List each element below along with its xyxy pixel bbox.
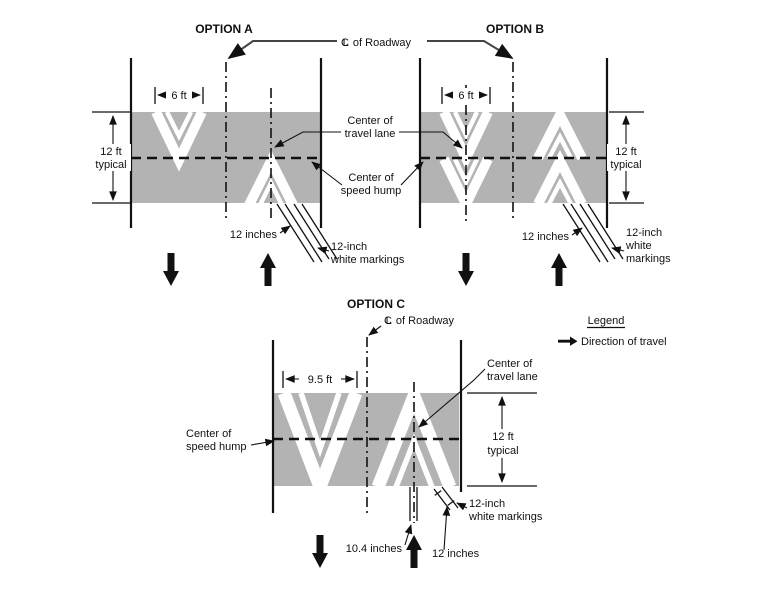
svg-text:speed hump: speed hump <box>186 441 247 453</box>
center-speed-hump-label: Center of <box>348 172 394 184</box>
svg-text:typical: typical <box>610 159 641 171</box>
marking-label-c: 12-inch <box>469 498 505 510</box>
width-dimension-b: 6 ft <box>441 87 491 104</box>
chevron-down-outer <box>151 112 207 172</box>
gap-leader-a <box>279 225 291 235</box>
option-c-panel: OPTION C CL of Roadway <box>186 297 543 568</box>
direction-arrow-down-c <box>312 535 328 568</box>
width-dimension-label-b: 6 ft <box>458 90 473 102</box>
svg-text:white markings: white markings <box>330 254 405 266</box>
center-travel-leader-right <box>399 131 463 149</box>
svg-text:white markings: white markings <box>468 511 543 523</box>
chevron-up-outer <box>244 149 298 203</box>
height-dimension-label-a: 12 ft <box>100 146 121 158</box>
legend: Legend Direction of travel <box>558 315 667 348</box>
chevron-down-inner <box>164 112 194 142</box>
direction-arrow-down-b <box>458 253 474 286</box>
option-b-panel: OPTION B 6 ft <box>418 22 671 286</box>
legend-direction-label: Direction of travel <box>581 336 667 348</box>
center-travel-leader-c <box>418 368 486 428</box>
height-dimension-label-c: 12 ft <box>492 431 513 443</box>
cl-of-roadway-label-c: CL of Roadway <box>384 315 455 327</box>
height-dimension-b: 12 ft typical <box>607 111 646 204</box>
marking-leader-b <box>611 246 625 254</box>
marking-extension-lines-c <box>409 486 459 521</box>
svg-text:white: white <box>625 240 652 252</box>
cl-of-roadway-label: CL of Roadway <box>341 37 412 49</box>
marking-label-b: 12-inch <box>626 227 662 239</box>
svg-text:typical: typical <box>487 445 518 457</box>
gap-label-a: 12 inches <box>230 229 278 241</box>
width-dimension-a: 6 ft <box>154 87 204 104</box>
marking-extension-lines-b <box>562 203 624 263</box>
svg-text:typical: typical <box>95 159 126 171</box>
center-speed-hump-label-c: Center of <box>186 428 232 440</box>
direction-arrow-up-b <box>551 253 567 286</box>
width-dimension-c: 9.5 ft <box>282 371 358 388</box>
gap-12-leader-c <box>442 506 451 551</box>
cl-roadway-leader-left <box>227 40 337 60</box>
marking-extension-lines-a <box>276 203 338 263</box>
svg-text:travel lane: travel lane <box>345 128 396 140</box>
direction-arrow-up-c <box>406 535 422 568</box>
direction-arrow-up-a <box>260 253 276 286</box>
cl-roadway-leader-c <box>368 325 382 336</box>
option-b-title: OPTION B <box>486 22 544 36</box>
legend-title: Legend <box>588 315 625 327</box>
gap-leader-b <box>571 227 583 237</box>
center-hump-leader-c <box>250 438 275 447</box>
center-hump-leader-left <box>311 161 343 186</box>
height-dimension-c: 12 ft typical <box>467 392 537 487</box>
svg-text:markings: markings <box>626 253 671 265</box>
width-dimension-label-a: 6 ft <box>171 90 186 102</box>
cl-roadway-leader-right <box>427 40 514 59</box>
shared-callouts-ab: CL of Roadway Center of travel lane Cent… <box>227 37 514 197</box>
chevron-markings-b <box>439 112 587 203</box>
marking-leader-c <box>456 502 468 511</box>
gap-12-label-c: 12 inches <box>432 548 480 560</box>
height-dimension-label-b: 12 ft <box>615 146 636 158</box>
svg-text:speed hump: speed hump <box>341 185 402 197</box>
marking-leader-a <box>317 246 330 254</box>
center-travel-lane-label: Center of <box>347 115 393 127</box>
center-hump-leader-right <box>400 161 424 186</box>
option-a-panel: OPTION A 6 ft <box>92 22 405 286</box>
gap-label-b: 12 inches <box>522 231 570 243</box>
option-c-title: OPTION C <box>347 297 405 311</box>
marking-label-a: 12-inch <box>331 241 367 253</box>
direction-of-travel-icon <box>558 336 578 346</box>
center-travel-lane-label-c: Center of <box>487 358 533 370</box>
height-dimension-a: 12 ft typical <box>92 111 131 204</box>
option-a-title: OPTION A <box>195 22 253 36</box>
width-dimension-label-c: 9.5 ft <box>308 374 332 386</box>
svg-text:travel lane: travel lane <box>487 371 538 383</box>
direction-arrow-down-a <box>163 253 179 286</box>
center-travel-leader-left <box>274 131 341 148</box>
gap-104-leader-c <box>404 524 413 546</box>
gap-104-label-c: 10.4 inches <box>346 543 403 555</box>
